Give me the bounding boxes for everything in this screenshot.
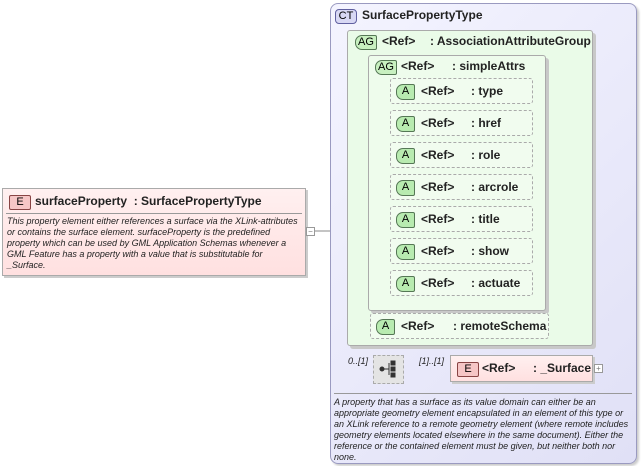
attribute-badge: A: [396, 148, 415, 164]
element-type: : SurfacePropertyType: [133, 194, 262, 208]
attribute-badge: A: [396, 180, 415, 196]
attribute-name: : remoteSchema: [453, 319, 547, 333]
element-surface-ref[interactable]: E <Ref> : _Surface: [450, 355, 593, 382]
attribute-ref: <Ref>: [421, 148, 455, 162]
attribute-href[interactable]: A <Ref> : href: [390, 110, 533, 136]
attribute-actuate[interactable]: A <Ref> : actuate: [390, 270, 533, 296]
element-badge: E: [9, 195, 31, 210]
attribute-role[interactable]: A <Ref> : role: [390, 142, 533, 168]
attribute-show[interactable]: A <Ref> : show: [390, 238, 533, 264]
attribute-type[interactable]: A <Ref> : type: [390, 78, 533, 104]
attribute-badge: A: [376, 319, 395, 335]
collapse-button[interactable]: −: [306, 227, 315, 236]
attribute-badge: A: [396, 212, 415, 228]
attribute-group-badge: AG: [375, 60, 397, 75]
complex-type-documentation: A property that has a surface as its val…: [334, 397, 629, 462]
attribute-title[interactable]: A <Ref> : title: [390, 206, 533, 232]
attribute-ref: <Ref>: [421, 244, 455, 258]
attribute-name: : type: [471, 84, 504, 98]
attribute-name: : arcrole: [471, 180, 519, 194]
sequence-occurrence: 0..[1]: [348, 356, 369, 366]
element-name: : _Surface: [533, 361, 592, 375]
element-documentation: This property element either references …: [7, 216, 298, 270]
group-name: : AssociationAttributeGroup: [430, 34, 591, 48]
attribute-ref: <Ref>: [421, 116, 455, 130]
attribute-badge: A: [396, 84, 415, 100]
complex-type-badge: CT: [335, 9, 357, 24]
attribute-name: : href: [471, 116, 501, 130]
group-ref: <Ref>: [401, 59, 435, 73]
attribute-name: : actuate: [471, 276, 521, 290]
attribute-ref: <Ref>: [421, 276, 455, 290]
attribute-ref: <Ref>: [401, 319, 435, 333]
group-name: : simpleAttrs: [452, 59, 526, 73]
attribute-badge: A: [396, 276, 415, 292]
divider: [334, 393, 632, 394]
element-surface-property[interactable]: E surfaceProperty : SurfacePropertyType …: [2, 188, 306, 276]
group-ref: <Ref>: [382, 34, 416, 48]
attribute-ref: <Ref>: [421, 212, 455, 226]
surface-occurrence: [1]..[1]: [419, 356, 445, 366]
element-badge: E: [457, 362, 479, 377]
sequence-icon[interactable]: [373, 355, 404, 384]
attribute-arcrole[interactable]: A <Ref> : arcrole: [390, 174, 533, 200]
attribute-ref: <Ref>: [421, 180, 455, 194]
expand-button[interactable]: +: [594, 364, 603, 373]
attribute-group-badge: AG: [355, 35, 377, 50]
attribute-name: : title: [471, 212, 500, 226]
attribute-badge: A: [396, 116, 415, 132]
attribute-ref: <Ref>: [421, 84, 455, 98]
attribute-badge: A: [396, 244, 415, 260]
element-ref: <Ref>: [482, 361, 516, 375]
attribute-remote-schema[interactable]: A <Ref> : remoteSchema: [370, 313, 549, 339]
element-name: surfaceProperty: [35, 194, 128, 208]
divider: [6, 213, 302, 214]
attribute-name: : role: [471, 148, 501, 162]
complex-type-name: SurfacePropertyType: [362, 8, 483, 22]
attribute-name: : show: [471, 244, 509, 258]
